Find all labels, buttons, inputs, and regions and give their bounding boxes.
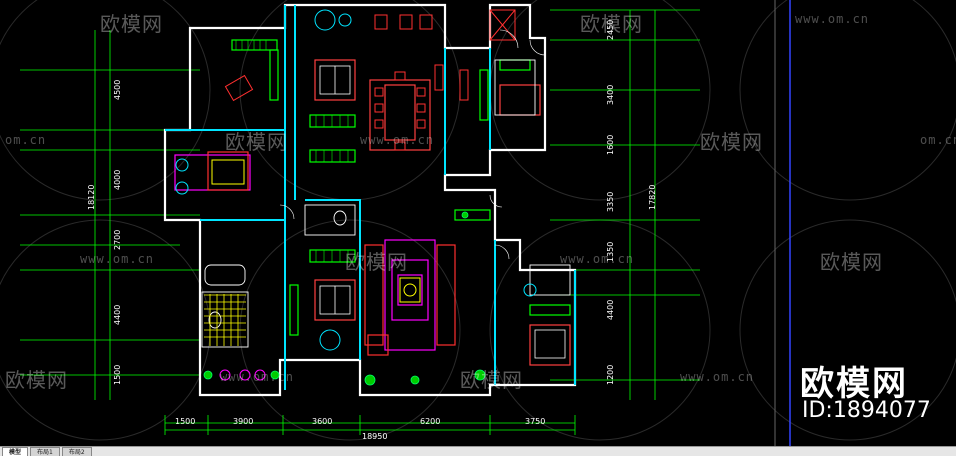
watermark-brand: 欧模网	[580, 12, 643, 36]
watermark-url: www.om.cn	[80, 252, 155, 266]
watermark-url: www.om.cn	[360, 133, 435, 147]
watermark-url: om.cn	[920, 133, 956, 147]
tab-model[interactable]: 模型	[2, 447, 29, 456]
dim-left-2: 4000	[113, 169, 122, 190]
dim-right-3: 1600	[606, 134, 615, 155]
dim-left-5: 1500	[113, 364, 122, 385]
dim-left-1: 4500	[113, 79, 122, 100]
tab-layout-2[interactable]: 布局2	[61, 447, 92, 456]
dim-right-total: 17820	[648, 184, 657, 210]
model-id: ID:1894077	[802, 398, 931, 423]
dim-right-2: 3400	[606, 84, 615, 105]
layout-tab-bar: 模型 布局1 布局2	[0, 446, 956, 456]
watermark-brand: 欧模网	[5, 368, 68, 392]
dim-right-5: 1350	[606, 241, 615, 262]
watermark-brand: 欧模网	[820, 250, 883, 274]
dim-bottom-4: 6200	[420, 417, 441, 426]
dim-bottom-5: 3750	[525, 417, 546, 426]
watermark-brand: 欧模网	[225, 130, 288, 154]
dim-right-1: 2450	[606, 19, 615, 40]
dim-bottom-3: 3600	[312, 417, 333, 426]
dim-left-3: 2700	[113, 229, 122, 250]
floor-plan	[0, 0, 956, 446]
dim-bottom-total: 18950	[362, 432, 388, 441]
watermark-brand: 欧模网	[100, 12, 163, 36]
watermark-brand: 欧模网	[345, 250, 408, 274]
dim-right-4: 3350	[606, 191, 615, 212]
dim-bottom-2: 3900	[233, 417, 254, 426]
dim-right-6: 4400	[606, 299, 615, 320]
drawing-canvas[interactable]: 欧模网 欧模网 欧模网 欧模网 欧模网 欧模网 欧模网 欧模网 www.om.c…	[0, 0, 956, 446]
dim-right-7: 1200	[606, 364, 615, 385]
dim-left-4: 4400	[113, 304, 122, 325]
watermark-url: om.cn	[5, 133, 47, 147]
watermark-url: www.om.cn	[220, 370, 295, 384]
tab-layout-1[interactable]: 布局1	[30, 447, 60, 456]
watermark-url: www.om.cn	[560, 252, 635, 266]
watermark-brand: 欧模网	[700, 130, 763, 154]
brand-logo-text: 欧模网	[800, 364, 908, 404]
dim-bottom-1: 1500	[175, 417, 196, 426]
watermark-brand: 欧模网	[460, 368, 523, 392]
dim-left-total: 18120	[87, 184, 96, 210]
watermark-url: www.om.cn	[680, 370, 755, 384]
watermark-url: www.om.cn	[795, 12, 870, 26]
